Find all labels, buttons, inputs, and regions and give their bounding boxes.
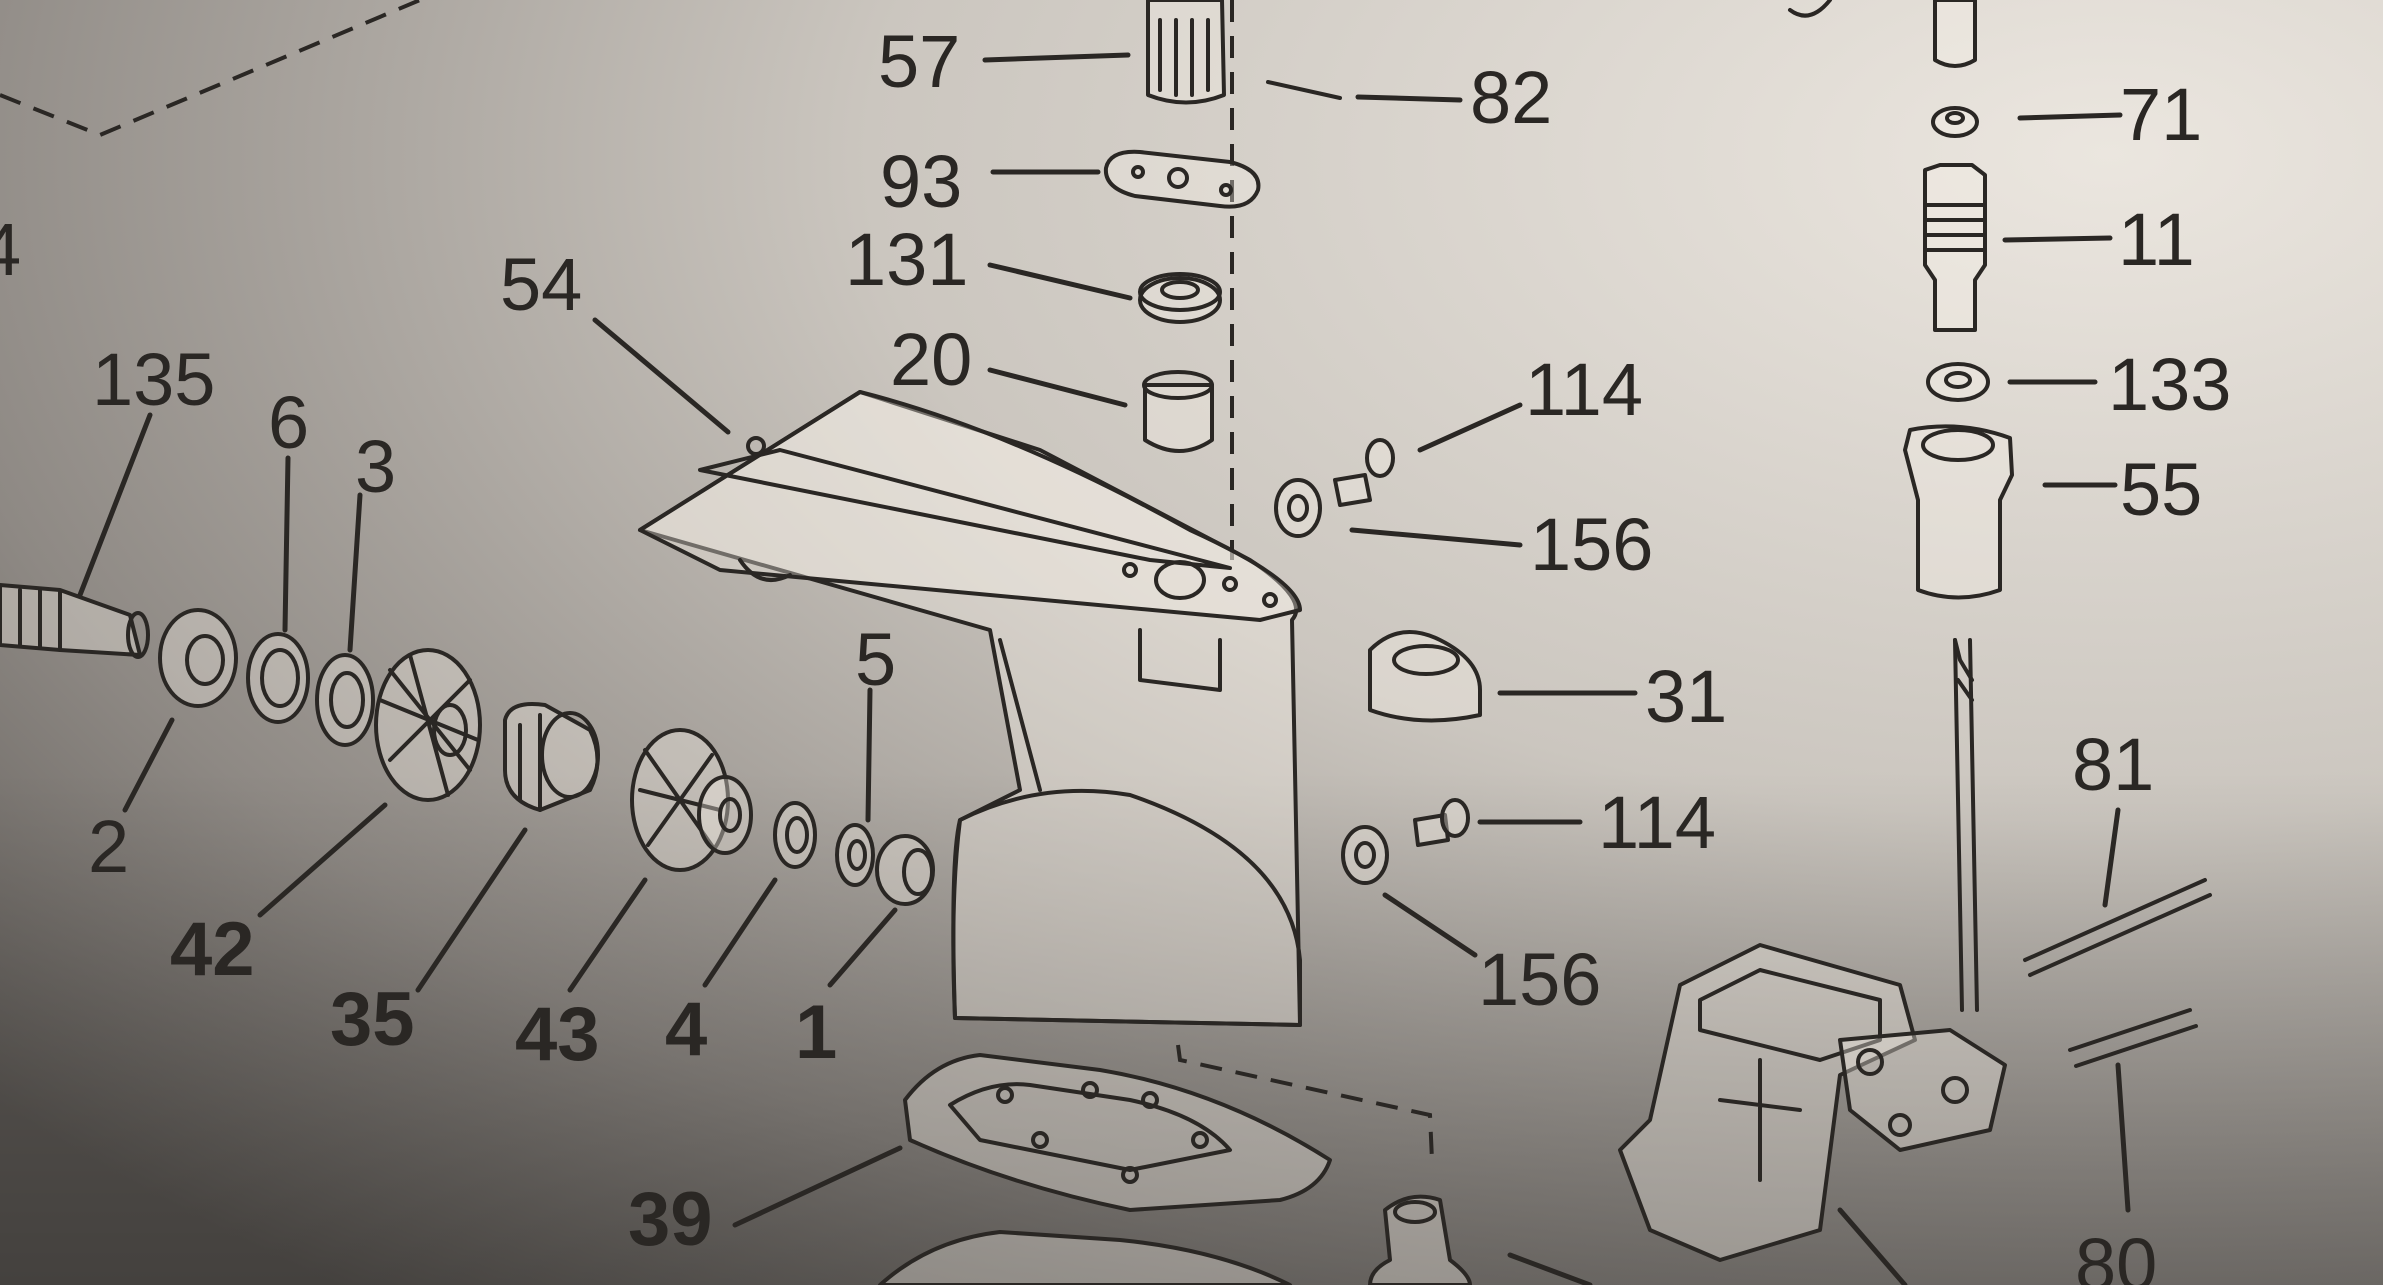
part-2-bearing (158, 608, 238, 708)
label-131: 131 (845, 218, 968, 301)
part-4-bearing (773, 801, 817, 869)
part-135-propshaft (0, 583, 150, 659)
label-156-top: 156 (1530, 503, 1653, 586)
part-114-screw-top (1333, 438, 1395, 507)
label-43: 43 (515, 992, 600, 1077)
part-shift-rod (1953, 638, 1979, 1012)
part-35-clutch (503, 702, 600, 812)
part-93-plate (1103, 149, 1261, 209)
label-133: 133 (2108, 343, 2231, 426)
part-156-washer-bottom (1341, 825, 1389, 885)
leader-lines (77, 52, 2131, 1285)
label-114-bottom: 114 (1598, 781, 1716, 864)
label-82: 82 (1470, 56, 1552, 139)
label-11: 11 (2118, 198, 2195, 281)
part-114-screw-bottom (1413, 798, 1470, 847)
part-133-washer (1926, 362, 1990, 402)
label-81: 81 (2072, 723, 2154, 806)
label-1: 1 (795, 990, 837, 1075)
part-55-nut (1903, 424, 2014, 600)
label-31: 31 (1645, 655, 1727, 738)
label-20: 20 (890, 318, 972, 401)
part-54-gearcase-housing (638, 390, 1302, 1027)
part-156-washer-top (1274, 478, 1322, 538)
part-20-bushing (1142, 370, 1214, 453)
part-71-washer (1931, 106, 1979, 138)
label-114-top: 114 (1525, 348, 1643, 431)
label-135: 135 (92, 338, 215, 421)
label-39: 39 (628, 1177, 713, 1262)
dashed-reference-line-topleft (0, 0, 421, 138)
label-156-bottom: 156 (1478, 938, 1601, 1021)
label-35: 35 (330, 977, 415, 1062)
dashed-line-bottom (1176, 1044, 1434, 1161)
label-55: 55 (2120, 448, 2202, 531)
part-131-seal (1138, 272, 1222, 324)
part-1-bushing (875, 834, 935, 906)
label-2: 2 (88, 805, 129, 888)
part-80-pin (2068, 1008, 2198, 1068)
label-71: 71 (2120, 73, 2202, 156)
part-43-gear (630, 728, 753, 872)
label-3: 3 (355, 425, 396, 508)
part-11-fitting (1923, 163, 1987, 332)
label-80: 80 (2075, 1223, 2157, 1285)
part-lower-fitting (1368, 1194, 1472, 1285)
label-42: 42 (170, 907, 255, 992)
part-3-thrust-bearing (315, 653, 375, 747)
part-82-pin (1266, 80, 1342, 100)
part-57-driveshaft-top (1146, 0, 1226, 105)
scan-border (2383, 0, 2396, 1285)
part-5-washer (835, 823, 875, 887)
part-6-washer (246, 632, 310, 724)
part-31-clip (1368, 630, 1482, 723)
label-4: 4 (665, 987, 707, 1072)
label-54: 54 (500, 243, 582, 326)
label-5: 5 (855, 618, 896, 701)
part-81-pin (2023, 878, 2212, 977)
part-39-gasket (903, 1053, 1332, 1212)
part-lower-gasket (878, 1230, 1292, 1285)
part-42-gear (374, 648, 482, 802)
label-57: 57 (878, 20, 960, 103)
label-4-edge: 4 (0, 208, 21, 291)
part-shift-bracket (1618, 943, 2007, 1262)
part-shaft-top-right (1788, 0, 1977, 68)
label-6: 6 (268, 381, 309, 464)
label-93: 93 (880, 140, 962, 223)
